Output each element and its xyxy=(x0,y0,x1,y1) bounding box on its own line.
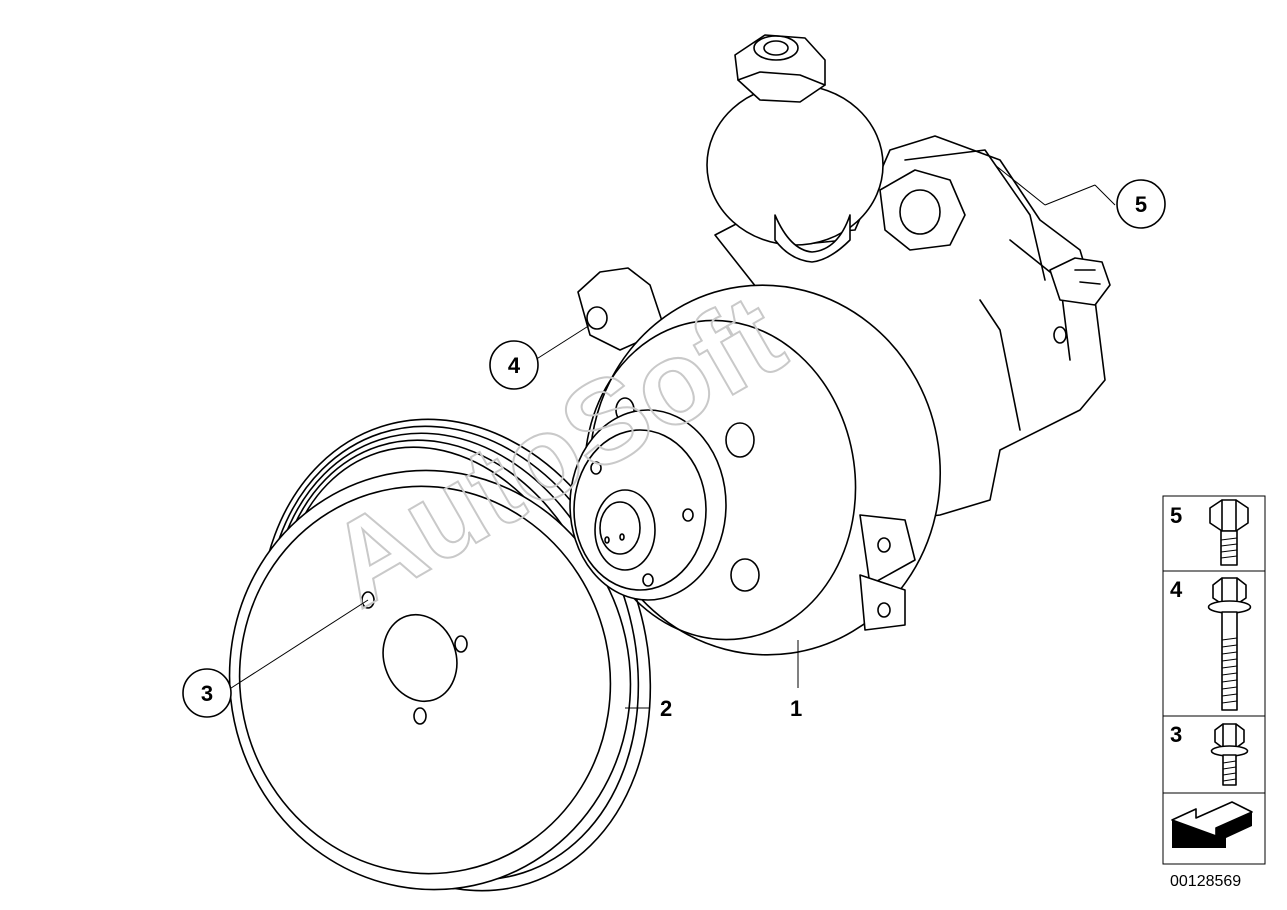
legend-label-3: 3 xyxy=(1170,722,1182,747)
bolt-3-icon xyxy=(1210,723,1249,786)
callout-2: 2 xyxy=(660,696,672,721)
callout-leader-4 xyxy=(534,324,591,361)
svg-text:5: 5 xyxy=(1135,192,1147,217)
callout-5: 5 xyxy=(1116,179,1166,229)
direction-arrow-icon xyxy=(1171,801,1253,848)
callout-4: 4 xyxy=(489,340,539,390)
callout-leader-3 xyxy=(227,599,369,691)
bolt-5-icon xyxy=(1209,499,1249,566)
legend-label-4: 4 xyxy=(1170,577,1183,602)
diagram-number: 00128569 xyxy=(1170,873,1241,890)
pump-drawing xyxy=(569,34,1111,656)
callout-3: 3 xyxy=(182,668,232,718)
legend-label-5: 5 xyxy=(1170,503,1182,528)
svg-text:4: 4 xyxy=(508,353,521,378)
bolt-4-icon xyxy=(1207,577,1252,711)
svg-text:3: 3 xyxy=(201,681,213,706)
legend-panel: 5 4 3 xyxy=(1162,495,1266,865)
callout-leader-5 xyxy=(1094,184,1116,206)
callout-1: 1 xyxy=(790,696,802,721)
pulley-drawing xyxy=(228,418,652,892)
